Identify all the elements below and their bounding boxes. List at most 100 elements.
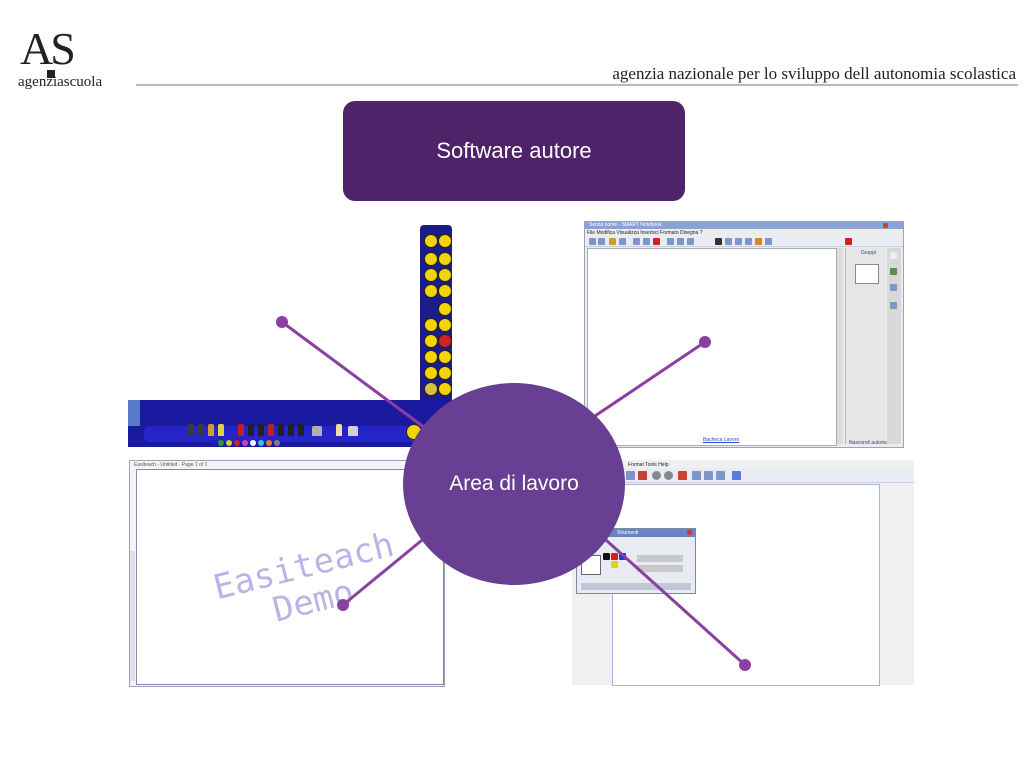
window-icon[interactable] [732, 471, 741, 480]
toolbar-button-11 [438, 318, 452, 332]
chart-icon[interactable] [678, 471, 687, 480]
properties-icon[interactable] [890, 302, 897, 309]
stop-icon[interactable] [664, 471, 673, 480]
palette-swatch-row[interactable] [637, 555, 683, 562]
toolbar-button-6 [438, 268, 452, 282]
smart-bottom-link[interactable]: Bacheca Lavoro [703, 437, 740, 443]
smart-toolbar [585, 236, 903, 247]
logo-mark: AS [20, 23, 76, 74]
pen-icon [725, 238, 732, 245]
connector-bottom-right [584, 520, 747, 667]
color-swatch-7 [258, 440, 264, 446]
toolbar-button-8 [438, 284, 452, 298]
color-black[interactable] [603, 553, 610, 560]
header-rule [136, 84, 1018, 86]
color-swatch-5 [242, 440, 248, 446]
color-swatch-1 [210, 440, 216, 446]
toolbar-button-16 [424, 366, 438, 380]
connector-top-left [281, 320, 445, 444]
marker-icon [735, 238, 742, 245]
agenziascuola-logo: AS agenziascuola [18, 26, 128, 96]
toolbar-button-12 [424, 334, 438, 348]
toolbar-button-13 [438, 334, 452, 348]
shape-icon [765, 238, 772, 245]
office-document-page[interactable] [612, 484, 880, 686]
page-sorter-icon[interactable] [890, 252, 897, 259]
page-thumbnail[interactable] [855, 264, 879, 284]
connector-dot-top-left [276, 316, 288, 328]
save-icon [619, 238, 626, 245]
pen-tool-8 [268, 424, 274, 436]
palette-swatch-row-2[interactable] [637, 565, 683, 572]
bucket-tool [348, 426, 358, 436]
toolbar-button-17 [438, 366, 452, 380]
toolbar-button-4 [438, 252, 452, 266]
zoom-in-icon[interactable] [692, 471, 701, 480]
gallery-icon[interactable] [890, 268, 897, 275]
record-icon[interactable] [652, 471, 661, 480]
header-subtitle: agenzia nazionale per lo sviluppo dell a… [612, 64, 1016, 83]
palette-bottom-toolbar[interactable] [581, 583, 691, 590]
connector-top-right [585, 340, 706, 424]
toolbar-button-2 [438, 234, 452, 248]
smart-menu-bar: File Modifica Visualizza Inserisci Forma… [587, 230, 703, 236]
forward-icon [598, 238, 605, 245]
easiteach-canvas[interactable] [136, 469, 444, 685]
logo-dot [47, 70, 55, 78]
color-swatch-4 [234, 440, 240, 446]
display-icon [677, 238, 684, 245]
connector-dot-bottom-right [739, 659, 751, 671]
pen-tool-4 [218, 424, 224, 436]
smart-canvas[interactable] [587, 248, 837, 446]
color-yellow[interactable] [611, 561, 618, 568]
easiteach-side-strip [130, 551, 135, 681]
toolbar-button-10 [424, 318, 438, 332]
toolbar-end-cap [128, 400, 140, 426]
color-swatch-6 [250, 440, 256, 446]
pen-tool-11 [298, 424, 304, 436]
office-menu-bar: Format Tools Help [628, 462, 669, 468]
text-icon [845, 238, 852, 245]
toolbar-button-14 [424, 350, 438, 364]
toolbar-button-1 [424, 234, 438, 248]
smart-scrollbar[interactable] [837, 248, 843, 444]
pen-tool-1 [188, 424, 194, 436]
screen-icon [667, 238, 674, 245]
eraser-tool [312, 426, 322, 436]
center-circle: Area di lavoro [403, 383, 625, 585]
copy-icon[interactable] [626, 471, 635, 480]
palette-close-icon[interactable] [687, 530, 692, 535]
fill-icon [755, 238, 762, 245]
easiteach-title: Easiteach - Untitled - Page 1 of 1 [134, 462, 208, 468]
pen-tool-10 [288, 424, 294, 436]
undo-icon [633, 238, 640, 245]
close-icon[interactable] [883, 223, 888, 228]
toolbar-button-7 [424, 284, 438, 298]
paste-icon[interactable] [638, 471, 647, 480]
title-box: Software autore [343, 101, 685, 201]
toolbar-button-5 [424, 268, 438, 282]
toolbar-button-18 [424, 382, 438, 396]
zoom-out-icon[interactable] [704, 471, 713, 480]
smart-tab-strip [887, 248, 901, 444]
pen-tool-3 [208, 424, 214, 436]
auto-hide-checkbox[interactable]: Nascondi automatic. [849, 440, 895, 446]
easiteach-window: Easiteach - Untitled - Page 1 of 1 [129, 460, 445, 687]
toolbar-button-9 [438, 302, 452, 316]
toolbar-button-19 [438, 382, 452, 396]
attachments-icon[interactable] [890, 284, 897, 291]
color-swatch-2 [218, 440, 224, 446]
table-icon [687, 238, 694, 245]
highlighter-tool [336, 424, 342, 436]
line-icon [745, 238, 752, 245]
toolbar-button-15 [438, 350, 452, 364]
connector-dot-top-right [699, 336, 711, 348]
pen-tool-2 [198, 424, 204, 436]
pen-tool-9 [278, 424, 284, 436]
smart-notebook-window: Senza nome - SMART Notebook File Modific… [584, 221, 904, 448]
zoom-icon[interactable] [716, 471, 725, 480]
office-window: Format Tools Help Strumenti [572, 460, 914, 686]
smart-panel-label: Gruppi [861, 250, 877, 256]
color-red[interactable] [611, 553, 618, 560]
center-label: Area di lavoro [449, 472, 579, 495]
